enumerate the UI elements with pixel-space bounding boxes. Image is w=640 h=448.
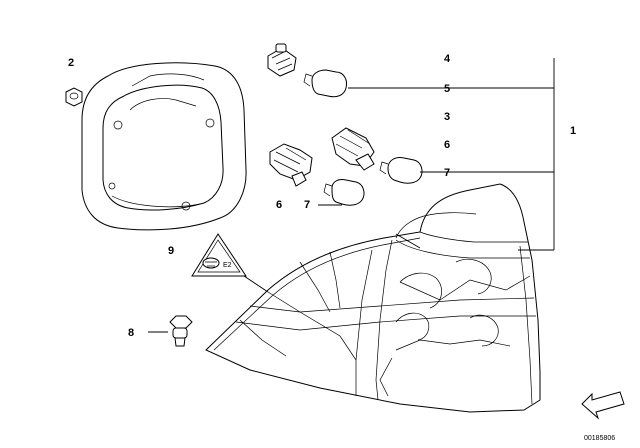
bulb-socket-icon: [269, 143, 313, 187]
callout-9: 9: [168, 245, 174, 257]
callout-6-right: 6: [444, 139, 450, 151]
tail-light-housing: [205, 183, 541, 413]
bulb-icon: [379, 157, 423, 184]
callout-6-left: 6: [276, 199, 282, 211]
nut-icon: [65, 87, 83, 107]
bulb-icon: [303, 69, 347, 98]
callout-3: 3: [444, 111, 450, 123]
callout-7-right: 7: [444, 167, 450, 179]
callout-2: 2: [68, 57, 74, 69]
warning-triangle-label: E2: [191, 233, 247, 277]
callout-5: 5: [444, 83, 450, 95]
gasket-seal: [81, 62, 247, 231]
callout-8: 8: [128, 327, 134, 339]
direction-arrow-icon: [581, 391, 625, 420]
triangle-marking: E2: [223, 262, 232, 269]
callout-7-left: 7: [304, 199, 310, 211]
bulb-socket-icon: [267, 43, 297, 77]
callout-4: 4: [444, 53, 451, 65]
diagram-code: 00185806: [584, 435, 615, 442]
bulb-socket-icon: [331, 127, 375, 171]
bulb-icon: [323, 179, 365, 206]
clip-rivet-icon: [169, 315, 193, 347]
callout-1: 1: [570, 125, 576, 137]
leader-lines: [148, 58, 555, 333]
